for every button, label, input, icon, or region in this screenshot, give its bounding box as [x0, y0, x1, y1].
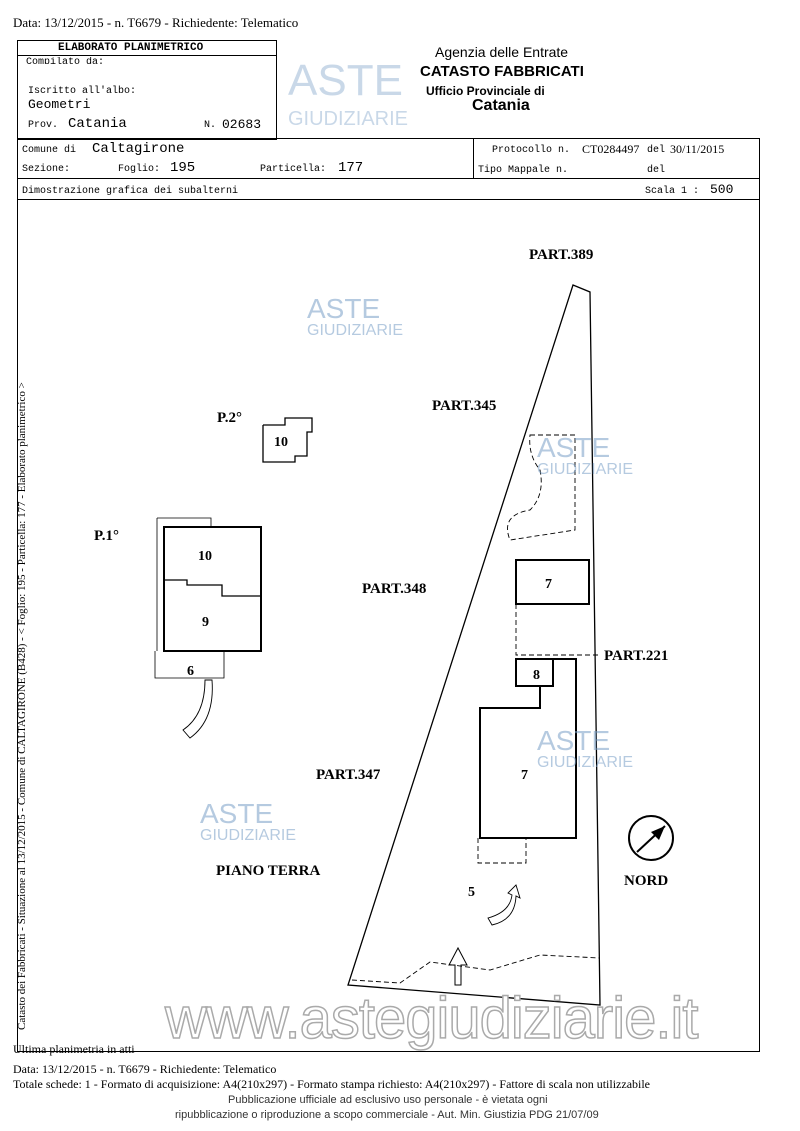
label-nord: NORD: [624, 873, 668, 889]
foglio-label: Foglio:: [118, 164, 161, 175]
parcel-outline: [347, 284, 601, 1006]
header-line: Data: 13/12/2015 - n. T6679 - Richiedent…: [13, 15, 299, 30]
del2-label: del: [647, 165, 666, 176]
del-label: del: [647, 145, 666, 156]
unit-7-lower-outline: [479, 658, 577, 839]
iscritto-label: Iscritto all'albo:: [28, 86, 137, 97]
watermark-aste: ASTE: [537, 725, 611, 756]
unit-7-upper-outline: [515, 559, 590, 605]
particella-value: 177: [338, 160, 364, 176]
watermark-giudiziarie-top: GIUDIZIARIE: [288, 108, 409, 130]
protocollo-label: Protocollo n.: [492, 145, 571, 156]
dashed-path: [351, 954, 601, 984]
sub-10-p1: 10: [198, 549, 212, 564]
comune-value: Caltagirone: [92, 141, 185, 157]
agency-name: Agenzia delle Entrate: [435, 44, 569, 60]
iscritto-value: Geometri: [28, 97, 91, 112]
stair-p1: [182, 679, 213, 739]
ufficio-value: Catania: [472, 97, 530, 114]
section-divider: [17, 199, 760, 200]
watermark-aste-top: ASTE: [288, 56, 403, 105]
n-label: N.: [204, 120, 217, 131]
watermark-aste: ASTE: [537, 432, 611, 463]
north-compass-icon: [628, 815, 674, 861]
unit-6-outline: [154, 651, 225, 679]
watermark-giudiziarie: GIUDIZIARIE: [537, 754, 634, 771]
sub-9: 9: [202, 615, 209, 630]
title-divider: [17, 55, 277, 56]
compilato-label: Compilato da:: [26, 57, 105, 64]
stair-ground: [487, 884, 521, 926]
sezione-label: Sezione:: [22, 164, 71, 175]
unit-10-p2-outline: [262, 417, 313, 463]
prov-value: Catania: [68, 116, 127, 132]
label-part347: PART.347: [316, 767, 381, 783]
document-title: ELABORATO PLANIMETRICO: [58, 42, 204, 54]
ufficio-label: Ufficio Provinciale di: [426, 84, 545, 98]
scale-value: 500: [710, 182, 734, 197]
north-arrow-head-icon: [651, 826, 665, 840]
watermark-giudiziarie: GIUDIZIARIE: [307, 322, 404, 339]
info-vertical-divider: [473, 138, 474, 178]
sub-8: 8: [533, 668, 540, 683]
document-frame: [17, 138, 760, 1052]
label-part221: PART.221: [604, 648, 668, 664]
notice-line2: ripubblicazione o riproduzione a scopo c…: [175, 1109, 599, 1121]
sub-6: 6: [187, 664, 194, 679]
dashed-area-1: [515, 604, 600, 656]
label-part348: PART.348: [362, 581, 426, 597]
ultima-planimetria: Ultima planimetria in atti: [13, 1042, 135, 1056]
watermark-aste: ASTE: [200, 798, 274, 829]
protocollo-date: 30/11/2015: [670, 142, 725, 156]
dashed-area-3: [507, 434, 576, 541]
watermark-giudiziarie: GIUDIZIARIE: [200, 827, 297, 844]
tipo-mappale-label: Tipo Mappale n.: [478, 165, 569, 176]
foglio-value: 195: [170, 160, 196, 176]
sub-7-upper: 7: [545, 577, 552, 592]
n-value: 02683: [222, 117, 262, 132]
label-part389: PART.389: [529, 247, 593, 263]
p1-balcony: [157, 517, 212, 527]
sub-7-lower: 7: [521, 768, 528, 783]
sub-10-p2: 10: [274, 435, 288, 450]
comune-label: Comune di: [22, 145, 77, 156]
scale-label: Scala 1 :: [645, 186, 700, 197]
watermark-site: www.astegiudiziarie.it: [164, 985, 699, 1052]
watermark-aste: ASTE: [307, 293, 381, 324]
sub-5: 5: [468, 885, 475, 900]
entrance-arrow-icon: [448, 946, 468, 986]
label-part345: PART.345: [432, 398, 496, 414]
unit-8-outline: [515, 658, 554, 687]
label-piano-terra: PIANO TERRA: [216, 863, 320, 879]
prov-label: Prov.: [28, 120, 59, 131]
label-p2: P.2°: [217, 410, 242, 426]
label-p1: P.1°: [94, 528, 119, 544]
catasto-title: CATASTO FABBRICATI: [420, 63, 584, 80]
title-box: [17, 40, 277, 140]
footer-data-line: Data: 13/12/2015 - n. T6679 - Richiedent…: [13, 1062, 277, 1076]
dashed-area-2: [477, 838, 527, 864]
section-title: Dimostrazione grafica dei subalterni: [22, 186, 239, 197]
p1-divider: [164, 579, 261, 597]
footer-totale: Totale schede: 1 - Formato di acquisizio…: [13, 1077, 651, 1091]
info-divider: [17, 178, 760, 179]
watermark-giudiziarie: GIUDIZIARIE: [537, 461, 634, 478]
protocollo-value: CT0284497: [582, 142, 640, 156]
notice-line1: Pubblicazione ufficiale ad esclusivo uso…: [228, 1094, 548, 1106]
particella-label: Particella:: [260, 164, 327, 175]
p1-outline: [163, 526, 262, 652]
